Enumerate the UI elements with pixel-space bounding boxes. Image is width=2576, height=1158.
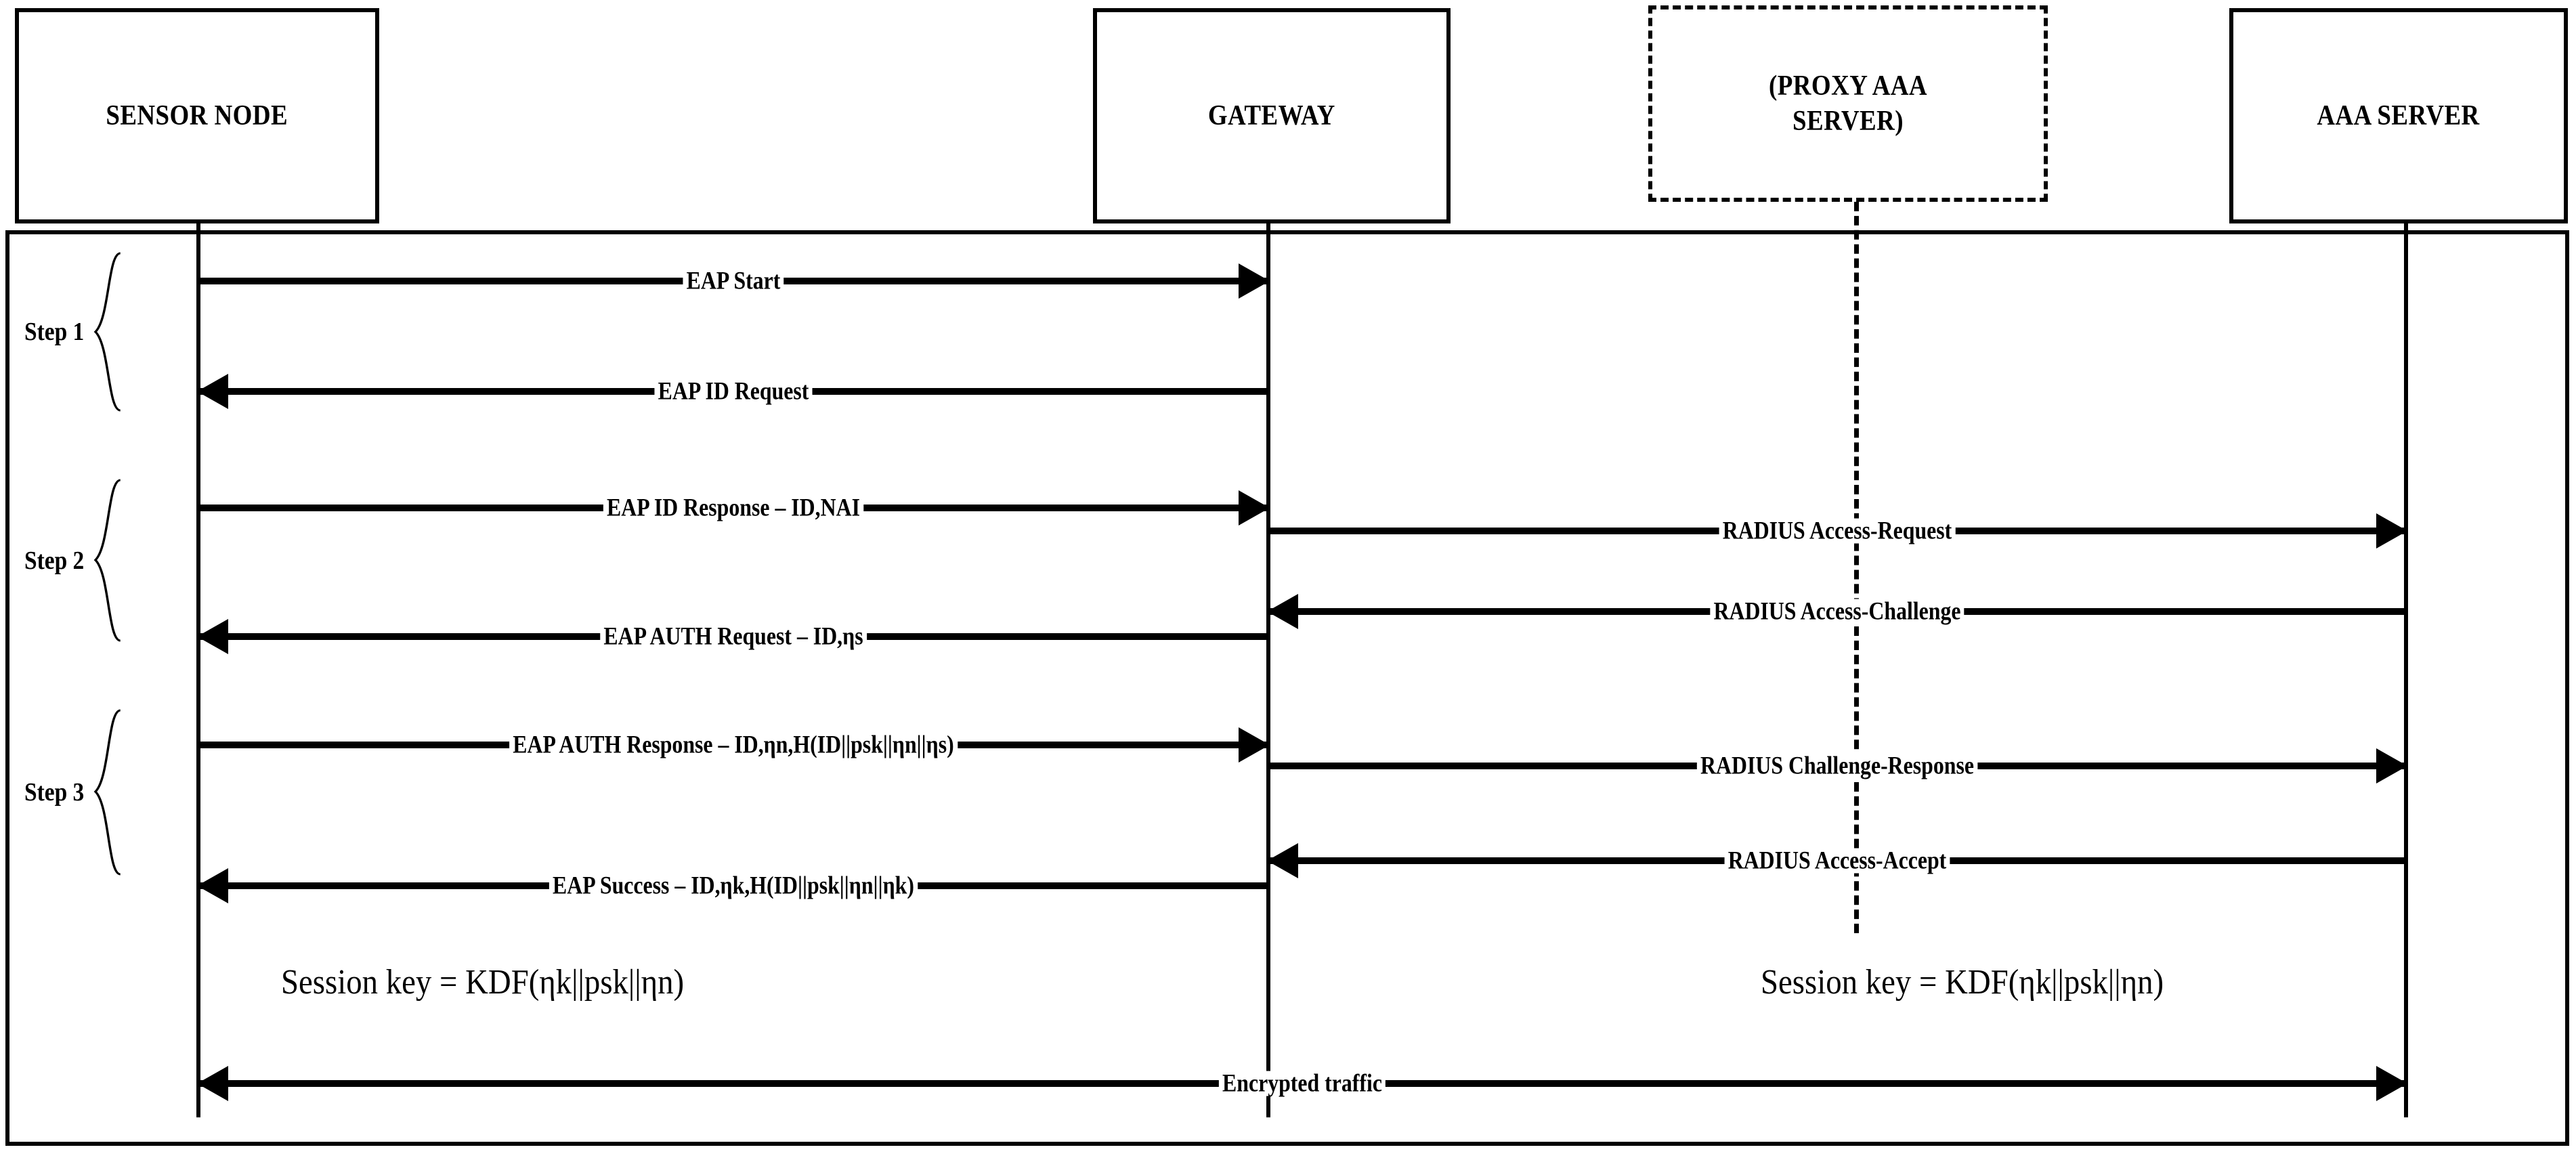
arrowhead-right-icon <box>2376 513 2407 549</box>
message-label-eap-auth-request: EAP AUTH Request – ID,ηs <box>600 624 867 649</box>
arrowhead-right-icon <box>2376 748 2407 784</box>
note-session-key-right-text: Session key = KDF(ηk||psk||ηn) <box>1761 963 2164 1002</box>
arrowhead-right-icon <box>1239 490 1270 526</box>
message-label-radius-challenge-response: RADIUS Challenge-Response <box>1696 753 1978 779</box>
lifeline-aaa-server <box>2404 223 2408 1117</box>
arrowhead-left-icon <box>197 1066 228 1101</box>
actor-label-sensor-node: SENSOR NODE <box>106 100 288 131</box>
brace-icon-step-1 <box>93 252 121 412</box>
arrowhead-left-icon <box>197 374 228 409</box>
message-label-eap-success: EAP Success – ID,ηk,H(ID||psk||ηn||ηk) <box>549 873 918 899</box>
message-label-eap-start: EAP Start <box>683 268 784 294</box>
diagram-frame <box>5 230 2569 1146</box>
lifeline-gateway <box>1266 223 1270 1117</box>
note-session-key-left: Session key = KDF(ηk||psk||ηn) <box>281 965 684 1000</box>
lifeline-proxy-aaa-server <box>1854 202 1859 933</box>
actor-label-gateway: GATEWAY <box>1208 100 1335 131</box>
step-group-1: Step 1 <box>20 251 190 413</box>
step-label-1: Step 1 <box>24 318 85 346</box>
arrowhead-right-icon <box>1239 263 1270 299</box>
message-label-eap-id-request: EAP ID Request <box>654 379 813 404</box>
arrowhead-right-icon <box>1239 727 1270 763</box>
note-session-key-left-text: Session key = KDF(ηk||psk||ηn) <box>281 963 685 1002</box>
arrowhead-left-icon <box>1267 843 1298 878</box>
message-label-radius-access-request: RADIUS Access-Request <box>1719 518 1956 544</box>
step-group-3: Step 3 <box>20 708 190 877</box>
actor-label-proxy-aaa-server: (PROXY AAA SERVER) <box>1768 70 1927 137</box>
brace-icon-step-2 <box>93 479 121 642</box>
step-group-2: Step 2 <box>20 477 190 643</box>
note-session-key-right: Session key = KDF(ηk||psk||ηn) <box>1761 965 2164 1000</box>
actor-box-aaa-server: AAA SERVER <box>2229 8 2568 223</box>
arrowhead-left-icon <box>197 619 228 654</box>
arrowhead-right-icon <box>2376 1066 2407 1101</box>
actor-box-proxy-aaa-server: (PROXY AAA SERVER) <box>1648 5 2048 202</box>
message-label-eap-id-response: EAP ID Response – ID,NAI <box>603 495 864 521</box>
actor-label-aaa-server: AAA SERVER <box>2317 100 2481 131</box>
message-label-radius-access-accept: RADIUS Access-Accept <box>1724 848 1950 874</box>
message-label-encrypted-traffic: Encrypted traffic <box>1218 1071 1386 1096</box>
arrowhead-left-icon <box>197 868 228 903</box>
message-label-eap-auth-response: EAP AUTH Response – ID,ηn,H(ID||psk||ηn|… <box>509 732 958 758</box>
step-label-3: Step 3 <box>24 778 85 807</box>
step-label-2: Step 2 <box>24 546 85 575</box>
actor-box-gateway: GATEWAY <box>1093 8 1451 223</box>
lifeline-sensor-node <box>196 223 200 1117</box>
actor-box-sensor-node: SENSOR NODE <box>15 8 379 223</box>
brace-icon-step-3 <box>93 709 121 876</box>
message-label-radius-access-challenge: RADIUS Access-Challenge <box>1710 599 1965 624</box>
arrowhead-left-icon <box>1267 594 1298 629</box>
